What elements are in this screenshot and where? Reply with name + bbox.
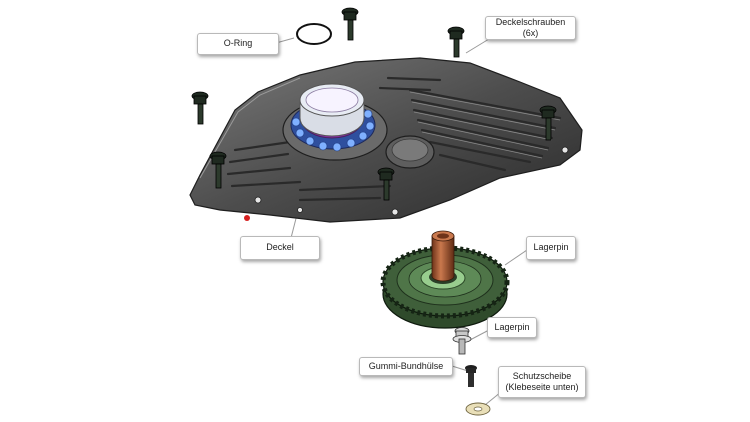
bearing-part <box>282 83 388 161</box>
lagerpin-gear-label: Lagerpin <box>526 236 576 260</box>
rubber-sleeve-part <box>465 365 477 387</box>
screw <box>341 7 359 41</box>
red-marker-dot <box>244 215 250 221</box>
cover-screws <box>191 7 557 201</box>
screw <box>539 105 557 141</box>
screw <box>377 167 395 201</box>
cover-part <box>189 57 583 223</box>
lagerpin-small-label: Lagerpin <box>487 317 537 338</box>
screw <box>209 151 227 189</box>
gummi-bundhuelse-label: Gummi-Bundhülse <box>359 357 453 376</box>
screw <box>447 26 465 58</box>
schutzscheibe-label: Schutzscheibe (Klebeseite unten) <box>498 366 586 398</box>
screw <box>191 91 209 125</box>
o-ring-part <box>296 23 332 45</box>
washer-part <box>465 402 491 416</box>
deckelschrauben-label: Deckelschrauben (6x) <box>485 16 576 40</box>
gear-part <box>380 230 510 329</box>
deckel-label: Deckel <box>240 236 320 260</box>
o-ring-label: O-Ring <box>197 33 279 55</box>
small-lagerpin-part <box>452 327 472 355</box>
